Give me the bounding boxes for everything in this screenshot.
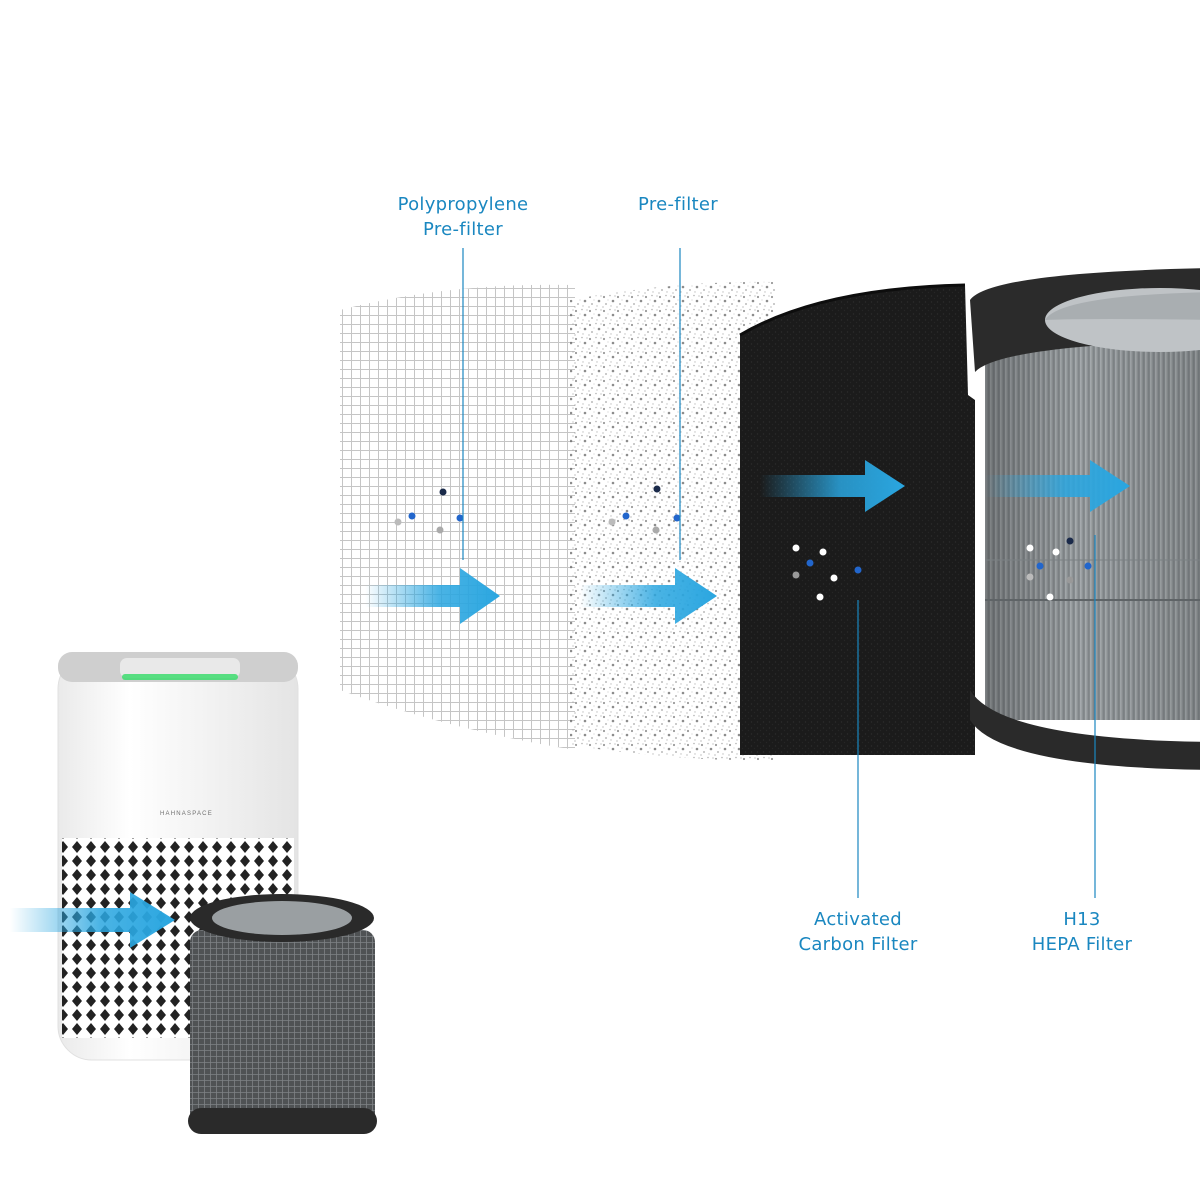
replacement-filter xyxy=(188,894,377,1134)
callout-line: Activated xyxy=(814,909,902,930)
airflow-arrow-icon xyxy=(10,892,175,948)
airflow-arrows xyxy=(10,460,1130,948)
leader-line-icon xyxy=(462,248,1096,898)
callout-activated-carbon: Activated Carbon Filter xyxy=(783,907,933,957)
callout-line: H13 xyxy=(1063,909,1101,930)
hepa-cylinder xyxy=(970,268,1200,770)
callout-line: Pre-filter xyxy=(638,194,718,215)
callout-polypropylene-prefilter: Polypropylene Pre-filter xyxy=(363,192,563,242)
callout-line: Polypropylene xyxy=(397,194,529,215)
airflow-arrow-icon xyxy=(580,568,717,624)
callout-hepa: H13 HEPA Filter xyxy=(1012,907,1152,957)
callout-line: HEPA Filter xyxy=(1031,934,1133,955)
callout-prefilter: Pre-filter xyxy=(603,192,753,217)
callout-line: Carbon Filter xyxy=(798,934,918,955)
airflow-arrow-icon xyxy=(985,460,1130,512)
status-light xyxy=(122,674,238,680)
particle-dots-icon xyxy=(394,485,1092,601)
activated-carbon-layer xyxy=(739,283,975,755)
airflow-arrow-icon xyxy=(760,460,905,512)
brand-logo: HAHNASPACE xyxy=(160,811,213,817)
callout-line: Pre-filter xyxy=(423,219,503,240)
airflow-arrow-icon xyxy=(365,568,500,624)
prefilter-layer xyxy=(570,281,775,761)
